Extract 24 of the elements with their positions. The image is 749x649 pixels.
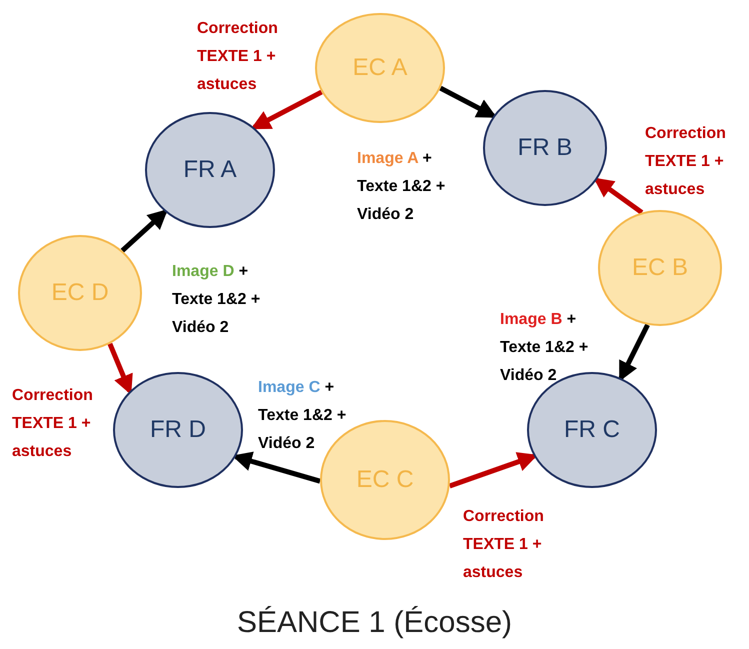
edge-label: Image D + Texte 1&2 + Vidéo 2 [172, 262, 262, 338]
arrow [593, 178, 644, 215]
edge-label: Correction TEXTE 1 + astuces [645, 124, 727, 200]
node-label: FR D [150, 416, 206, 444]
edge-label: Image C + Texte 1&2 + Vidéo 2 [258, 378, 348, 454]
arrow [120, 209, 168, 252]
arrow [448, 452, 538, 488]
node-label: EC D [51, 279, 109, 307]
edge-label: Correction TEXTE 1 + astuces [12, 386, 94, 462]
arrow [250, 90, 323, 130]
node-label: EC B [632, 254, 688, 282]
edge-label: Correction TEXTE 1 + astuces [463, 507, 545, 583]
edge-label: Image A + Texte 1&2 + Vidéo 2 [357, 149, 446, 225]
node-label: EC A [352, 54, 408, 82]
node-label: FR C [564, 416, 620, 444]
edge-label: Image B + Texte 1&2 + Vidéo 2 [500, 310, 590, 386]
node-label: FR A [183, 156, 237, 184]
arrow [108, 342, 133, 395]
node-label: FR B [518, 134, 572, 162]
node-label: EC C [356, 466, 414, 494]
edge-label: Correction TEXTE 1 + astuces [197, 19, 279, 95]
arrow [439, 86, 497, 118]
arrow [618, 324, 650, 382]
caption: SÉANCE 1 (Écosse) [236, 606, 514, 640]
